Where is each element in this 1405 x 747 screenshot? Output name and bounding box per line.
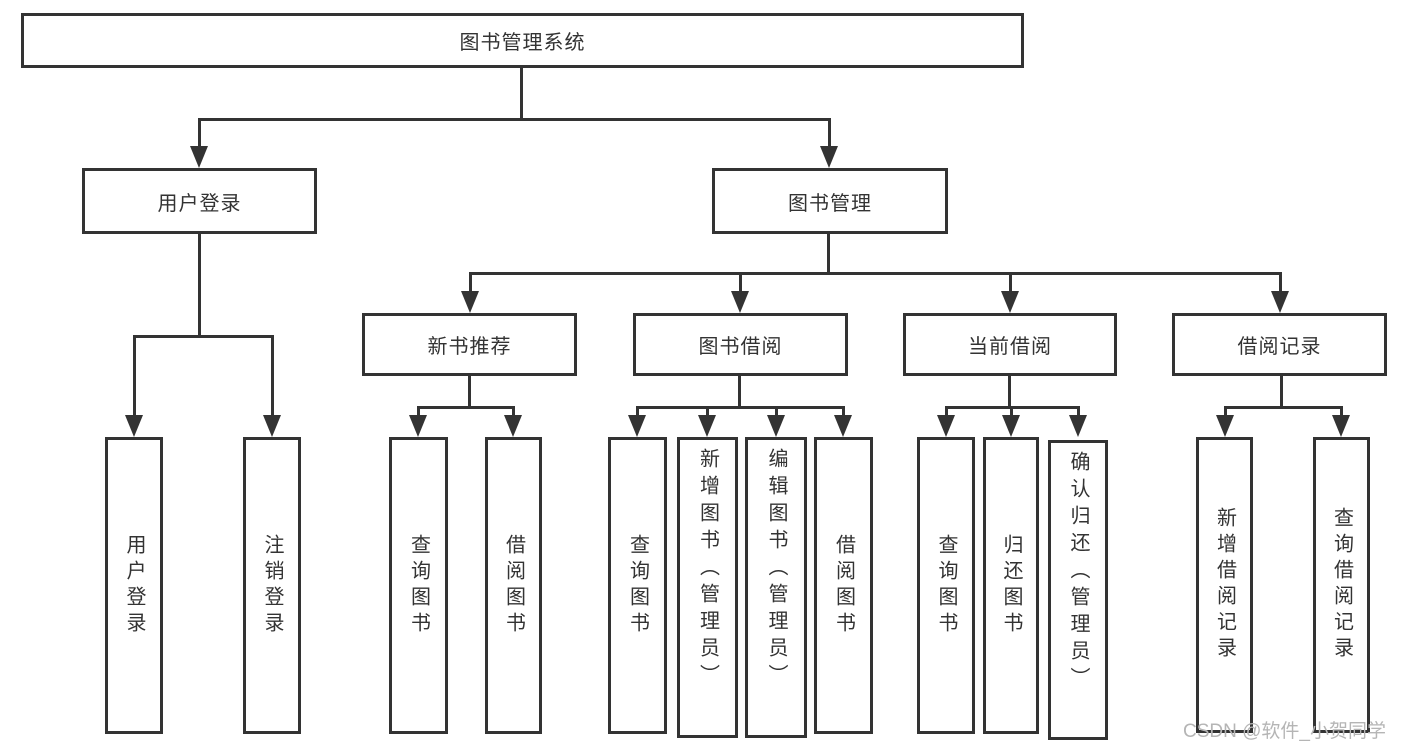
connector-root-trunk — [520, 68, 523, 120]
connector-book-borrow-rail — [636, 406, 845, 409]
connector-drop-br-query — [1340, 406, 1343, 419]
connector-book-management-trunk — [827, 234, 830, 275]
connector-drop-rec-query — [417, 406, 420, 419]
node-book-management-label: 图书管理 — [788, 192, 872, 215]
connector-root-rail — [198, 118, 831, 121]
arrowhead-leaf-logout — [263, 415, 281, 437]
leaf-br-add-record: 新增借阅记录 — [1196, 437, 1253, 733]
node-user-login: 用户登录 — [82, 168, 317, 234]
connector-drop-leaf-logout — [271, 335, 274, 417]
arrowhead-cb-confirm — [1069, 415, 1087, 437]
node-book-borrow: 图书借阅 — [633, 313, 848, 376]
leaf-cb-query-book-label: 查询图书 — [935, 533, 957, 638]
connector-drop-borrow-record — [1279, 272, 1282, 293]
connector-drop-current-borrow — [1009, 272, 1012, 293]
leaf-rec-borrow-book: 借阅图书 — [485, 437, 542, 734]
leaf-bb-borrow-book-label: 借阅图书 — [832, 533, 855, 638]
connector-drop-br-add — [1224, 406, 1227, 419]
node-current-borrow: 当前借阅 — [903, 313, 1117, 376]
leaf-bb-query-book: 查询图书 — [608, 437, 667, 734]
connector-drop-cb-query — [945, 406, 948, 419]
leaf-bb-add-book-label: 新增图书（管理员） — [696, 448, 719, 691]
leaf-rec-query-book-label: 查询图书 — [407, 533, 430, 638]
csdn-watermark: CSDN @软件_小贺同学 — [1183, 721, 1386, 742]
connector-drop-rec-borrow — [512, 406, 515, 419]
leaf-bb-query-book-label: 查询图书 — [626, 533, 649, 638]
leaf-rec-borrow-book-label: 借阅图书 — [502, 533, 525, 638]
node-current-borrow-label: 当前借阅 — [968, 336, 1052, 358]
arrowhead-bb-add — [698, 415, 716, 437]
leaf-user-login-label: 用户登录 — [123, 533, 145, 638]
connector-drop-user-login — [198, 118, 201, 148]
node-borrow-record-label: 借阅记录 — [1237, 336, 1322, 358]
leaf-cb-query-book: 查询图书 — [917, 437, 975, 734]
node-root: 图书管理系统 — [21, 13, 1024, 68]
leaf-br-add-record-label: 新增借阅记录 — [1213, 507, 1236, 663]
arrowhead-br-add — [1216, 415, 1234, 437]
connector-current-borrow-trunk — [1008, 376, 1011, 409]
leaf-bb-add-book: 新增图书（管理员） — [677, 437, 738, 738]
connector-drop-bb-query — [636, 406, 639, 419]
connector-drop-leaf-user-login — [133, 335, 136, 417]
node-book-borrow-label: 图书借阅 — [698, 336, 783, 358]
connector-drop-bb-edit — [775, 406, 778, 419]
arrowhead-leaf-user-login — [125, 415, 143, 437]
arrowhead-br-query — [1332, 415, 1350, 437]
leaf-bb-edit-book: 编辑图书（管理员） — [745, 437, 807, 738]
leaf-cb-return-book-label: 归还图书 — [1000, 533, 1022, 638]
node-borrow-record: 借阅记录 — [1172, 313, 1387, 376]
arrowhead-bb-borrow — [834, 415, 852, 437]
leaf-logout-label: 注销登录 — [261, 533, 283, 638]
arrowhead-book-management — [820, 146, 838, 168]
connector-recommend-rail — [417, 406, 515, 409]
leaf-bb-borrow-book: 借阅图书 — [814, 437, 873, 734]
arrowhead-user-login — [190, 146, 208, 168]
leaf-rec-query-book: 查询图书 — [389, 437, 448, 734]
arrowhead-book-borrow — [731, 291, 749, 313]
leaf-cb-confirm-return: 确认归还（管理员） — [1048, 440, 1108, 740]
arrowhead-current-borrow — [1001, 291, 1019, 313]
leaf-br-query-record-label: 查询借阅记录 — [1330, 507, 1353, 663]
arrowhead-rec-query — [409, 415, 427, 437]
node-new-book-recommend-label: 新书推荐 — [427, 336, 512, 358]
connector-book-management-rail — [469, 272, 1282, 275]
arrowhead-new-book-recommend — [461, 291, 479, 313]
leaf-cb-return-book: 归还图书 — [983, 437, 1039, 734]
connector-drop-book-borrow — [739, 272, 742, 293]
connector-borrow-record-trunk — [1280, 376, 1283, 409]
connector-drop-cb-confirm — [1077, 406, 1080, 419]
arrowhead-bb-query — [628, 415, 646, 437]
connector-borrow-record-rail — [1224, 406, 1343, 409]
connector-drop-book-management — [828, 118, 831, 148]
arrowhead-bb-edit — [767, 415, 785, 437]
connector-drop-new-book-recommend — [469, 272, 472, 293]
node-new-book-recommend: 新书推荐 — [362, 313, 577, 376]
connector-user-login-rail — [133, 335, 273, 338]
node-root-label: 图书管理系统 — [459, 32, 586, 54]
leaf-br-query-record: 查询借阅记录 — [1313, 437, 1370, 733]
arrowhead-cb-return — [1002, 415, 1020, 437]
connector-drop-cb-return — [1010, 406, 1013, 419]
connector-drop-bb-borrow — [842, 406, 845, 419]
connector-recommend-trunk — [468, 376, 471, 409]
connector-book-borrow-trunk — [738, 376, 741, 409]
node-user-login-label: 用户登录 — [157, 192, 242, 215]
leaf-cb-confirm-return-label: 确认归还（管理员） — [1067, 451, 1089, 694]
arrowhead-rec-borrow — [504, 415, 522, 437]
connector-user-login-trunk — [198, 234, 201, 337]
leaf-bb-edit-book-label: 编辑图书（管理员） — [765, 448, 787, 691]
leaf-logout: 注销登录 — [243, 437, 301, 734]
connector-drop-bb-add — [706, 406, 709, 419]
arrowhead-cb-query — [937, 415, 955, 437]
arrowhead-borrow-record — [1271, 291, 1289, 313]
node-book-management: 图书管理 — [712, 168, 948, 234]
leaf-user-login: 用户登录 — [105, 437, 163, 734]
